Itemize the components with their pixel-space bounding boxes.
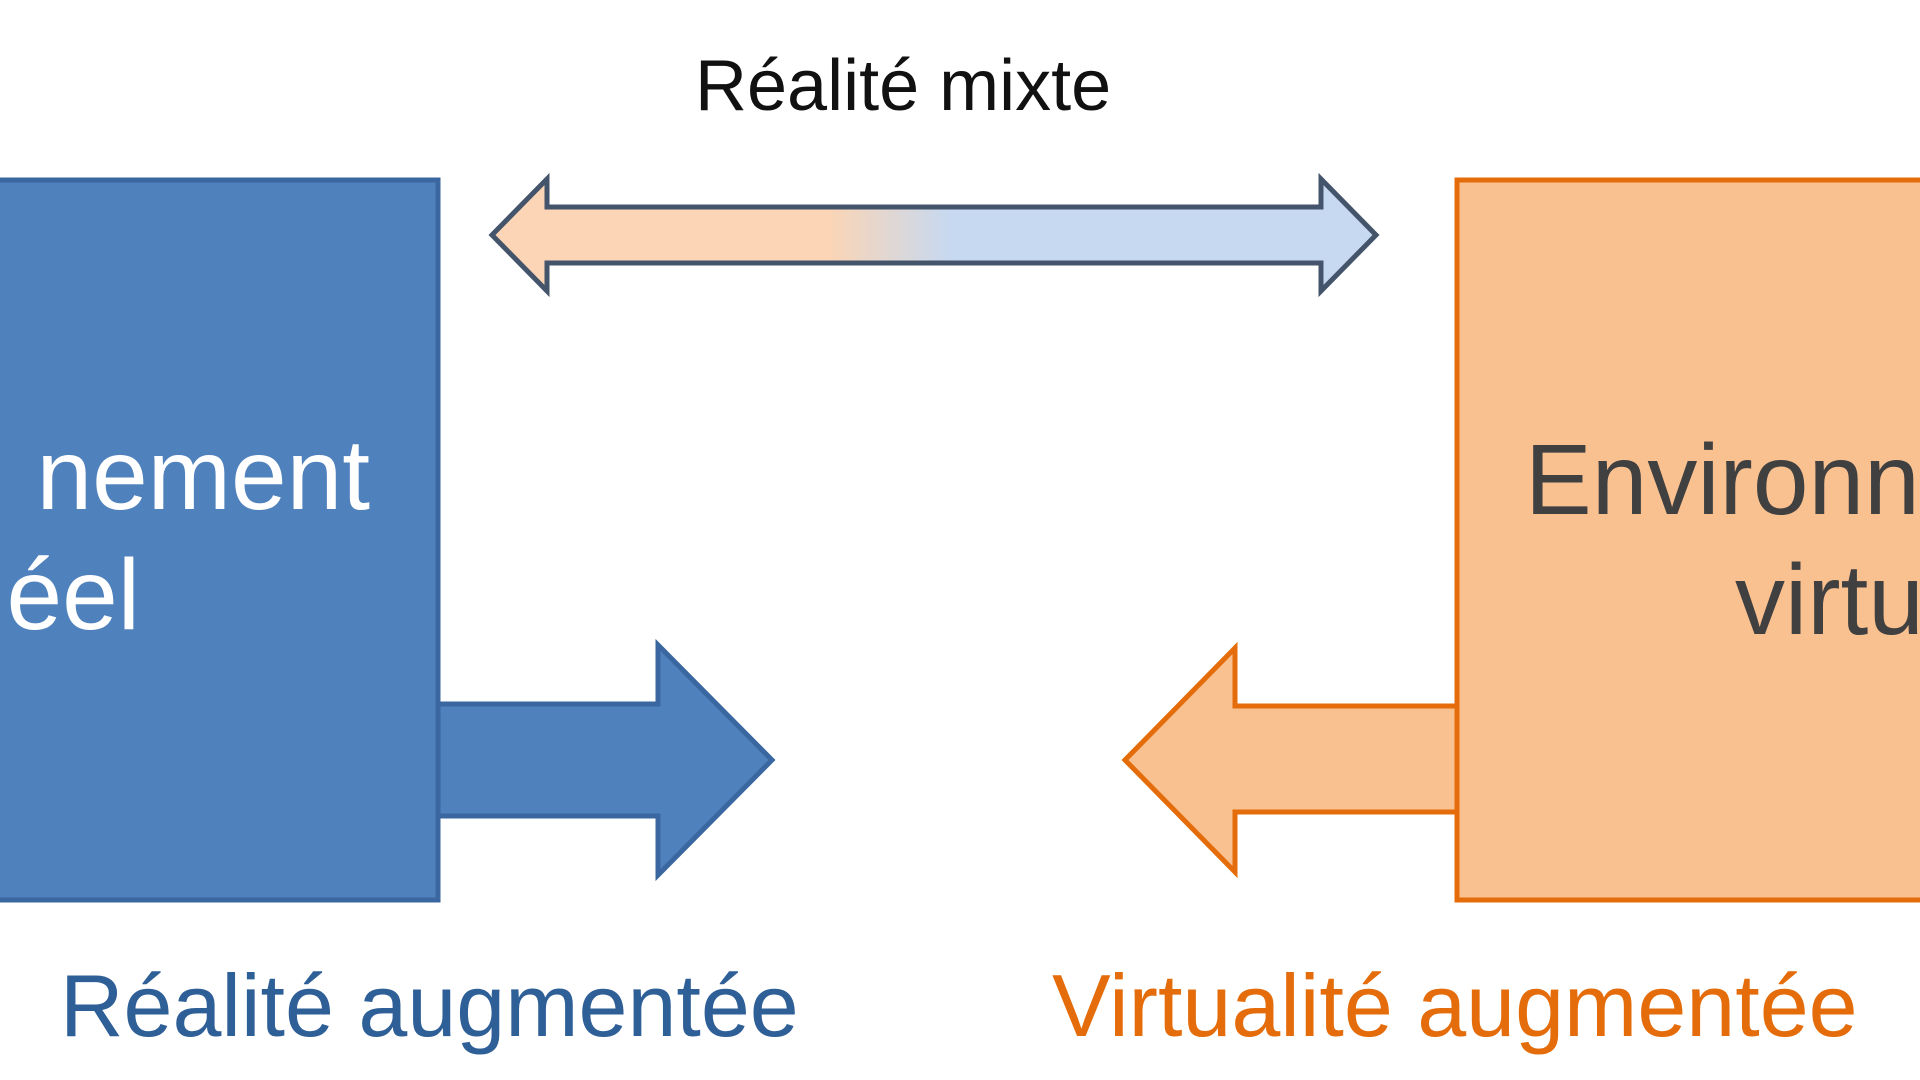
virtual-environment-label-line-1: Environn	[1525, 424, 1920, 536]
real-environment-box	[0, 177, 441, 903]
virtual-environment-box	[1454, 177, 1920, 903]
real-environment-label: nement éel	[7, 415, 370, 655]
augmented-virtuality-label: Virtualité augmentée	[1052, 956, 1858, 1055]
real-environment-label-line-1: nement	[36, 419, 370, 531]
augmented-reality-label: Réalité augmentée	[60, 956, 799, 1055]
mixed-reality-label: Réalité mixte	[695, 46, 1112, 126]
virtual-environment-label: Environn virtu	[1525, 420, 1920, 660]
virtual-environment-label-line-2: virtu	[1735, 544, 1920, 656]
mixed-reality-double-arrow	[488, 172, 1380, 298]
augmented-virtuality-arrow	[1121, 641, 1460, 879]
real-environment-label-line-2: éel	[6, 539, 140, 651]
augmented-reality-arrow	[435, 638, 776, 882]
